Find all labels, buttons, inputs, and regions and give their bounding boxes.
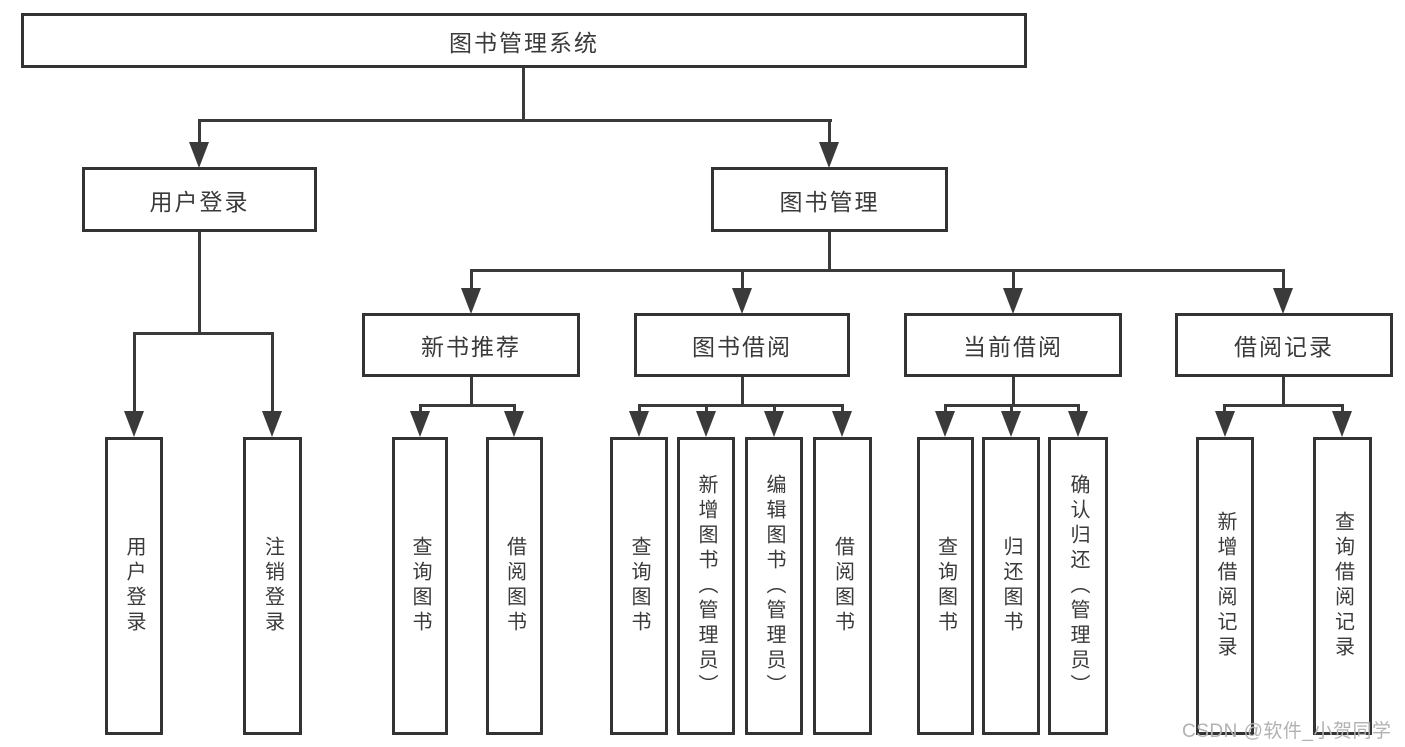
- arrow-down-icon: [764, 411, 784, 437]
- arrow-down-icon: [124, 411, 144, 437]
- connector-line: [638, 404, 844, 407]
- connector-line: [198, 119, 201, 144]
- arrow-down-icon: [1068, 411, 1088, 437]
- connector-line: [133, 332, 136, 413]
- connector-line: [198, 232, 201, 335]
- connector-line: [271, 332, 274, 413]
- arrow-down-icon: [732, 288, 752, 314]
- connector-line: [470, 377, 473, 407]
- connector-line: [419, 404, 516, 407]
- connector-line: [522, 68, 525, 122]
- node-borrow-records: 借阅记录: [1175, 313, 1393, 377]
- node-leaf-logout-login: 注销登录: [243, 437, 302, 735]
- connector-line: [513, 404, 516, 416]
- node-book-management: 图书管理: [711, 167, 948, 232]
- node-book-borrowing: 图书借阅: [634, 313, 850, 377]
- connector-line: [638, 404, 641, 416]
- connector-line: [1282, 377, 1285, 407]
- arrow-down-icon: [1273, 288, 1293, 314]
- arrow-down-icon: [189, 142, 209, 168]
- node-leaf-add-borrow-record: 新增借阅记录: [1196, 437, 1254, 735]
- node-leaf-confirm-return-admin: 确认归还（管理员）: [1048, 437, 1108, 735]
- arrow-down-icon: [410, 411, 430, 437]
- node-leaf-query-books-2: 查询图书: [610, 437, 668, 735]
- node-leaf-query-books-1: 查询图书: [392, 437, 448, 735]
- connector-line: [1010, 404, 1013, 416]
- connector-line: [133, 332, 273, 335]
- node-leaf-add-books-admin: 新增图书（管理员）: [677, 437, 735, 735]
- connector-line: [741, 269, 744, 290]
- connector-line: [470, 269, 1284, 272]
- arrow-down-icon: [1003, 288, 1023, 314]
- node-leaf-query-books-3: 查询图书: [917, 437, 974, 735]
- node-new-book-recommend: 新书推荐: [362, 313, 580, 377]
- node-current-borrowing: 当前借阅: [904, 313, 1122, 377]
- arrow-down-icon: [935, 411, 955, 437]
- connector-line: [1223, 404, 1344, 407]
- arrow-down-icon: [1001, 411, 1021, 437]
- connector-line: [198, 119, 832, 122]
- connector-line: [1012, 269, 1015, 290]
- arrow-down-icon: [696, 411, 716, 437]
- connector-line: [1341, 404, 1344, 416]
- arrow-down-icon: [262, 411, 282, 437]
- connector-line: [705, 404, 708, 416]
- connector-line: [1223, 404, 1226, 416]
- arrow-down-icon: [1332, 411, 1352, 437]
- node-leaf-query-borrow-record: 查询借阅记录: [1313, 437, 1372, 735]
- arrow-down-icon: [461, 288, 481, 314]
- node-leaf-borrow-books-1: 借阅图书: [486, 437, 543, 735]
- node-leaf-user-login: 用户登录: [105, 437, 163, 735]
- connector-line: [828, 232, 831, 272]
- arrow-down-icon: [504, 411, 524, 437]
- connector-line: [741, 377, 744, 407]
- connector-line: [841, 404, 844, 416]
- connector-line: [1077, 404, 1080, 416]
- watermark: CSDN @软件_小贺同学: [1182, 721, 1392, 742]
- connector-line: [470, 269, 473, 290]
- node-leaf-return-books: 归还图书: [982, 437, 1040, 735]
- connector-line: [944, 404, 947, 416]
- arrow-down-icon: [1215, 411, 1235, 437]
- node-leaf-edit-books-admin: 编辑图书（管理员）: [745, 437, 803, 735]
- connector-line: [1282, 269, 1285, 290]
- connector-line: [773, 404, 776, 416]
- node-library-system: 图书管理系统: [21, 13, 1027, 68]
- connector-line: [419, 404, 422, 416]
- node-user-login: 用户登录: [82, 167, 317, 232]
- node-leaf-borrow-books-2: 借阅图书: [813, 437, 872, 735]
- arrow-down-icon: [629, 411, 649, 437]
- arrow-down-icon: [819, 142, 839, 168]
- arrow-down-icon: [832, 411, 852, 437]
- connector-line: [828, 119, 831, 144]
- connector-line: [1012, 377, 1015, 407]
